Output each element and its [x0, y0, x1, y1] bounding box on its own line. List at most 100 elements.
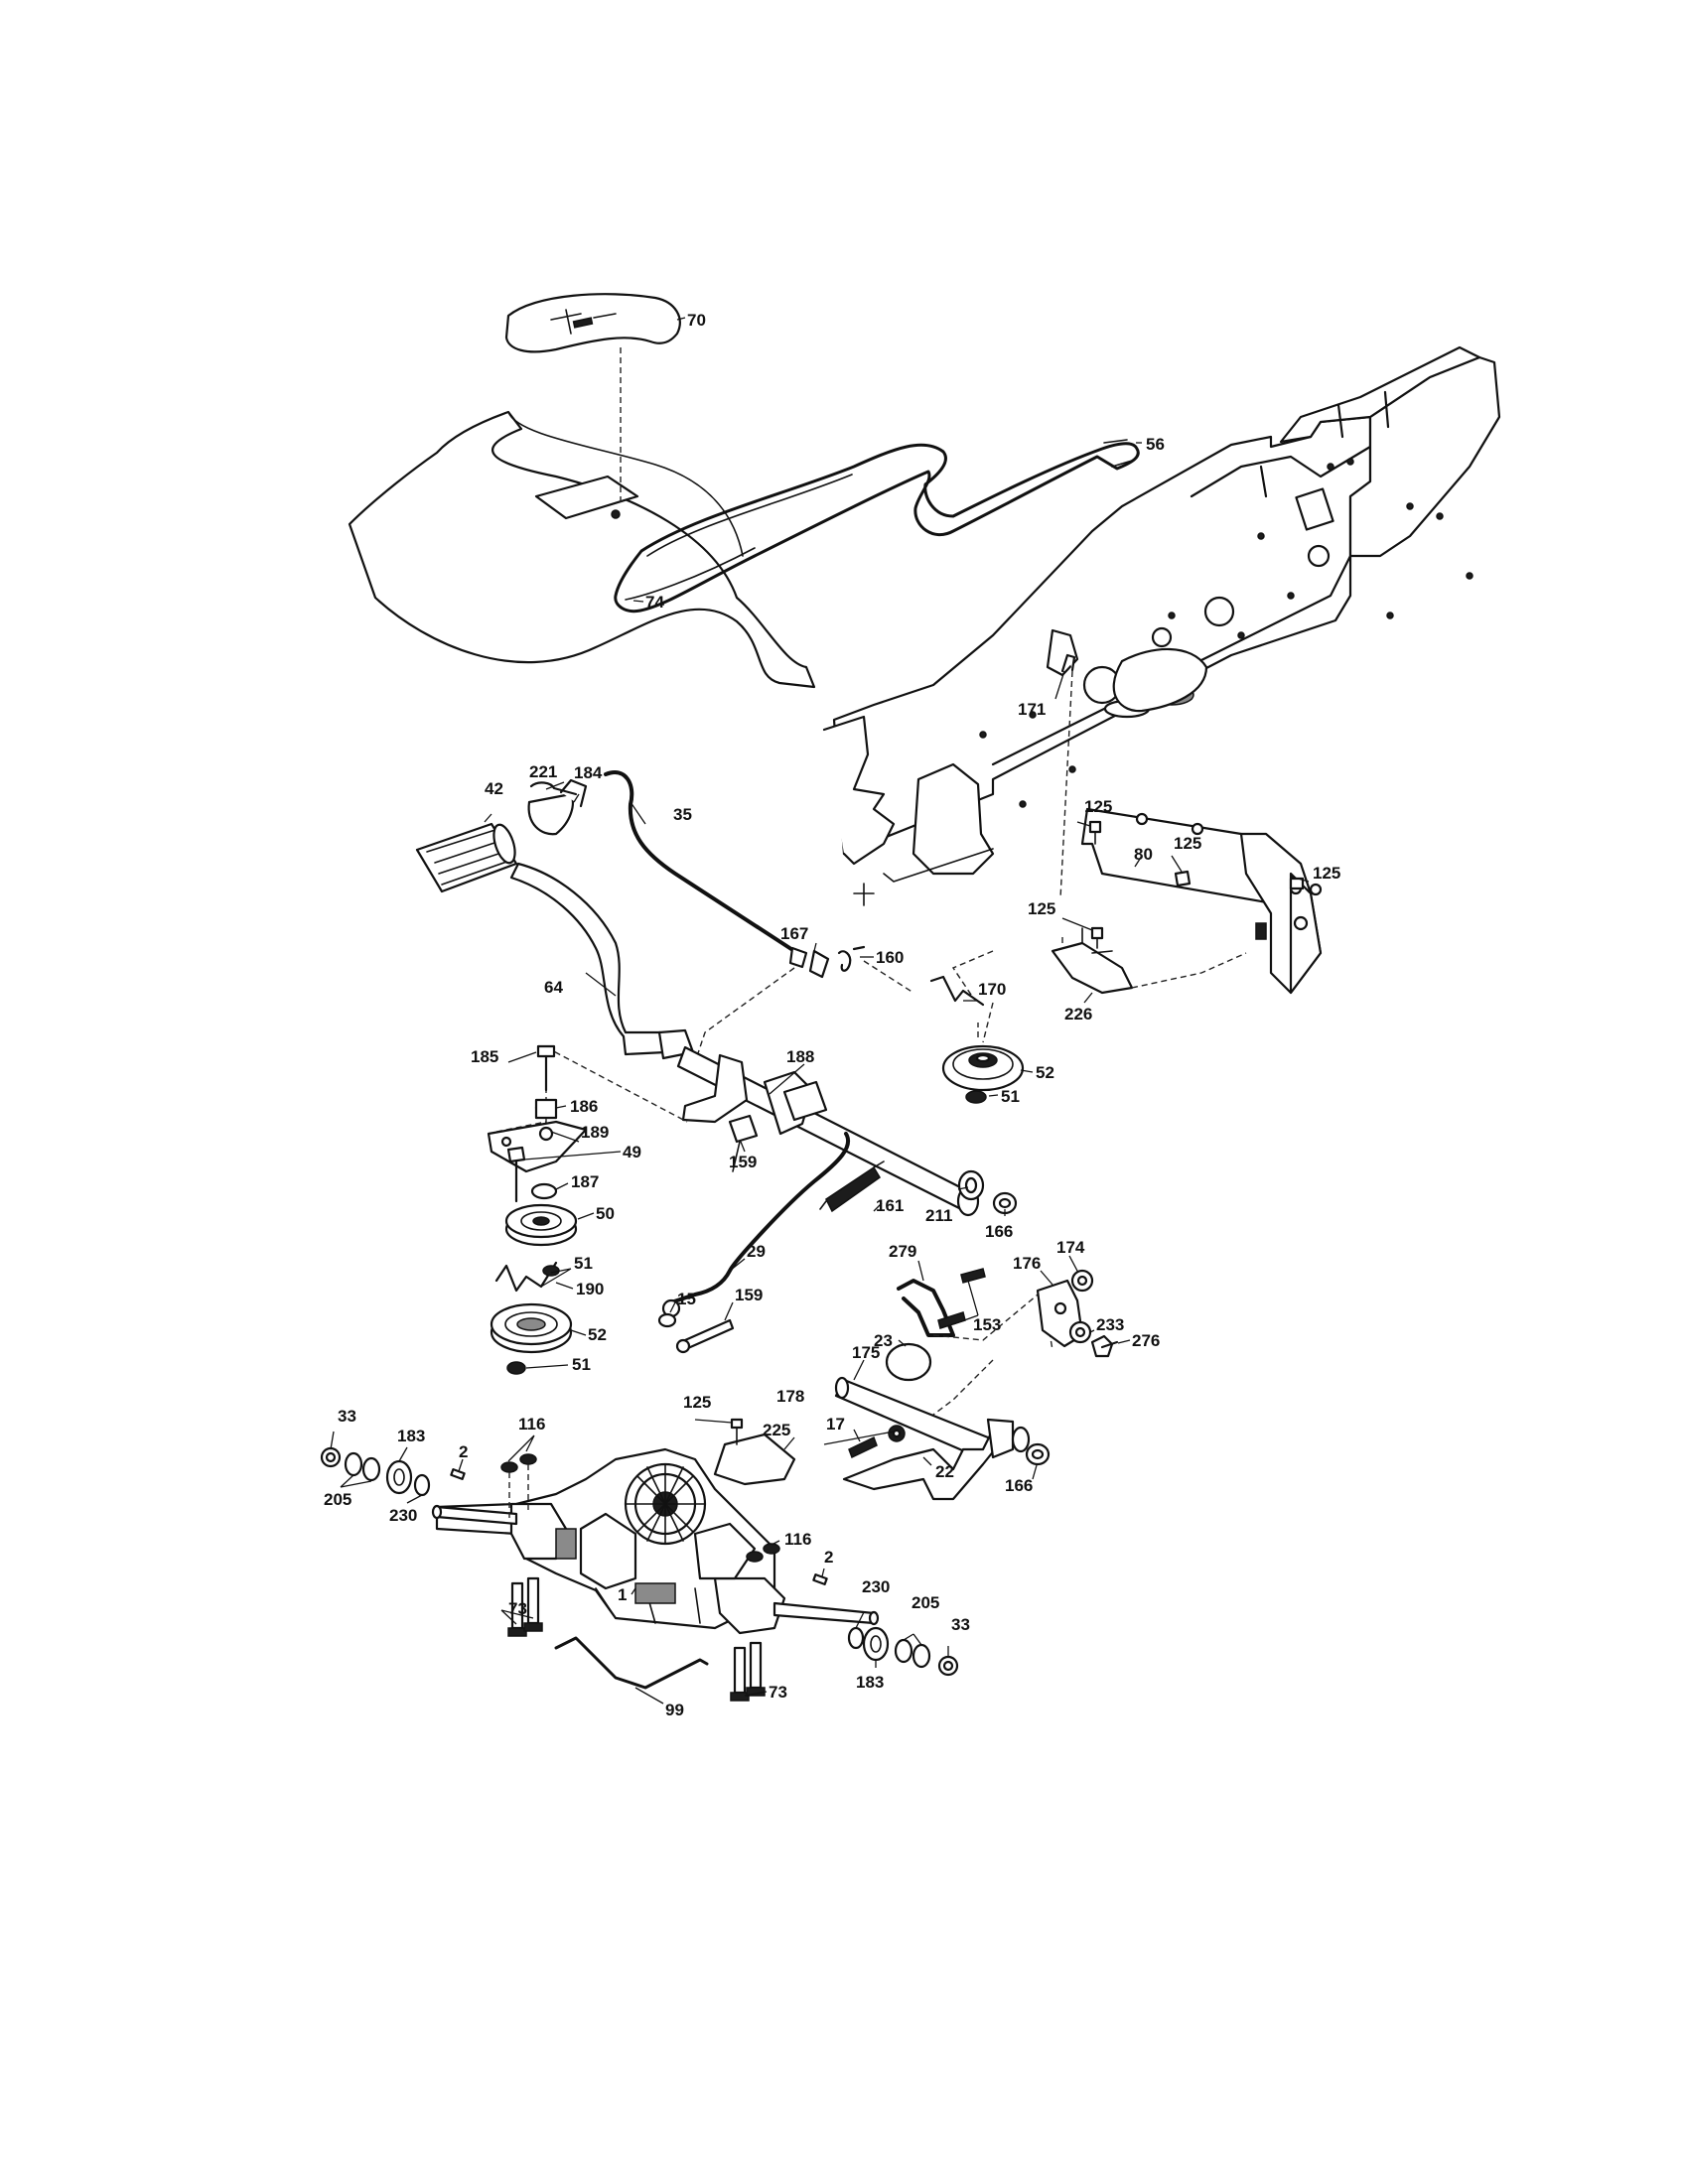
washer-166 [1025, 1442, 1051, 1466]
callout-125: 125 [1313, 864, 1340, 883]
transaxle [435, 1447, 786, 1635]
bracket-80 [1080, 807, 1323, 995]
callout-17: 17 [826, 1415, 845, 1433]
callout-2: 2 [824, 1548, 833, 1567]
callout-22: 22 [935, 1462, 954, 1481]
spring-161 [819, 1160, 885, 1213]
leader-lines [330, 317, 1310, 1705]
spring-170 [929, 975, 985, 1007]
callout-99: 99 [665, 1701, 684, 1719]
callout-188: 188 [786, 1047, 814, 1066]
callout-33: 33 [951, 1615, 970, 1634]
callout-183: 183 [397, 1427, 425, 1445]
callout-73: 73 [508, 1599, 527, 1618]
callout-161: 161 [876, 1196, 904, 1215]
callout-225: 225 [763, 1421, 790, 1439]
callout-171: 171 [1018, 700, 1046, 719]
callout-15: 15 [677, 1290, 696, 1308]
callout-184: 184 [574, 763, 603, 782]
callout-51: 51 [574, 1254, 593, 1273]
handle-grip-42 [415, 822, 518, 893]
callout-64: 64 [544, 978, 563, 997]
washer-174 [1070, 1269, 1094, 1293]
knob-23 [885, 1342, 932, 1382]
rod-35 [604, 770, 808, 969]
washers-205 [894, 1638, 931, 1669]
callout-159: 159 [735, 1286, 763, 1304]
rod-99 [554, 1636, 709, 1690]
callout-230: 230 [862, 1577, 890, 1596]
callout-233: 233 [1096, 1315, 1124, 1334]
callout-153: 153 [973, 1315, 1001, 1334]
washer-51 [506, 1361, 526, 1375]
nut-116 [500, 1453, 537, 1473]
knob-184 [527, 778, 588, 836]
callout-226: 226 [1064, 1005, 1092, 1024]
callout-205: 205 [912, 1593, 939, 1612]
washers-205 [344, 1451, 381, 1482]
bushing-211 [957, 1169, 985, 1201]
callout-50: 50 [596, 1204, 615, 1223]
bolt-49 [506, 1146, 526, 1203]
callout-73: 73 [769, 1683, 787, 1702]
washer-51 [542, 1265, 560, 1277]
callout-174: 174 [1056, 1238, 1085, 1257]
clip-167 [808, 949, 830, 979]
callout-35: 35 [673, 805, 692, 824]
bolt-125 [730, 1418, 744, 1445]
callout-42: 42 [485, 779, 503, 798]
callout-51: 51 [572, 1355, 591, 1374]
callouts: 70 56 74 171 221 184 42 35 125 125 125 8… [324, 311, 1340, 1719]
nut-116 [746, 1543, 780, 1563]
shaft-175 [834, 1376, 995, 1461]
callout-175: 175 [852, 1343, 880, 1362]
callout-52: 52 [1036, 1063, 1054, 1082]
callout-276: 276 [1132, 1331, 1160, 1350]
washer-230 [413, 1473, 431, 1497]
bolt-125 [1090, 926, 1104, 949]
callout-170: 170 [978, 980, 1006, 999]
callout-29: 29 [747, 1242, 766, 1261]
clip-178 [888, 1425, 906, 1442]
callout-125: 125 [1174, 834, 1201, 853]
callout-279: 279 [889, 1242, 916, 1261]
callout-205: 205 [324, 1490, 351, 1509]
pin-159 [675, 1318, 735, 1354]
pulley-52 [490, 1302, 573, 1354]
bushing-186 [534, 1098, 558, 1120]
nut-33 [937, 1655, 959, 1677]
pin-221 [529, 781, 578, 796]
axle-right [772, 1601, 880, 1626]
spring-171 [1059, 653, 1076, 899]
callout-56: 56 [1146, 435, 1165, 454]
callout-230: 230 [389, 1506, 417, 1525]
callout-190: 190 [576, 1280, 604, 1298]
drive-belt [614, 439, 1140, 614]
callout-166: 166 [985, 1222, 1013, 1241]
washer-15 [657, 1312, 677, 1328]
callout-52: 52 [588, 1325, 607, 1344]
callout-166: 166 [1005, 1476, 1033, 1495]
callout-125: 125 [1028, 899, 1055, 918]
spring-17 [848, 1435, 878, 1459]
callout-159: 159 [729, 1153, 757, 1171]
spring-160 [837, 945, 866, 972]
callout-51: 51 [1001, 1087, 1020, 1106]
callout-74: 74 [645, 593, 664, 612]
key-2 [450, 1468, 466, 1480]
callout-2: 2 [459, 1442, 468, 1461]
callout-211: 211 [925, 1206, 952, 1225]
washer-51 [965, 1090, 987, 1104]
chassis-frame [822, 345, 1501, 906]
bolt-73 [507, 1576, 543, 1637]
wheel-hub-183 [862, 1626, 890, 1662]
bolt-276 [1090, 1334, 1119, 1358]
axle-left [431, 1504, 518, 1526]
idler-arm-189 [487, 1120, 588, 1173]
lift-shaft-188 [676, 1045, 980, 1217]
nut-33 [320, 1446, 342, 1468]
pulley-50 [504, 1203, 578, 1247]
washer-233 [1068, 1320, 1092, 1344]
callout-116: 116 [518, 1415, 545, 1433]
